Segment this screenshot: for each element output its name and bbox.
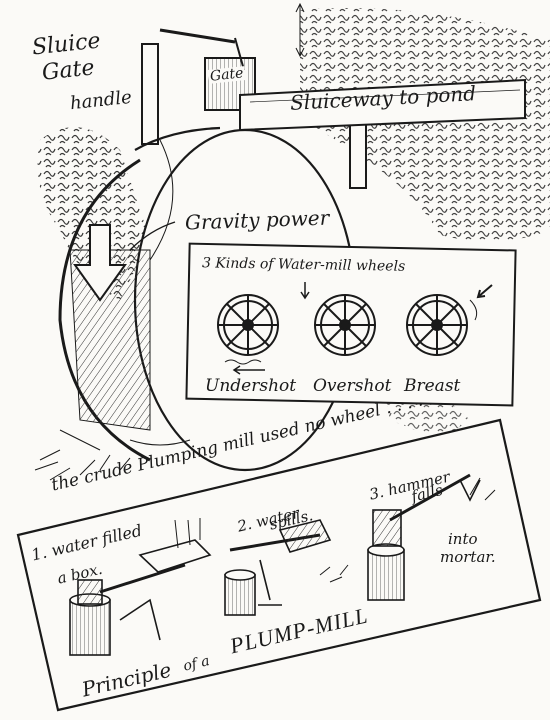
undershot-wheel-icon [217,294,279,375]
breast-wheel-icon [406,284,493,356]
step-3-label-d: mortar. [440,548,496,566]
wheels-panel [185,242,517,407]
overshot-wheel-icon [300,282,376,356]
plump-stage-1-drawing [69,518,212,656]
plump-mill-panel [16,418,542,712]
undershot-label: Undershot [205,376,297,396]
sluice-gate-label-2: Gate [40,55,96,86]
gravity-power-label: Gravity power [181,205,333,235]
plump-stage-3-drawing [367,473,496,601]
wheels-panel-title: 3 Kinds of Water-mill wheels [201,255,406,275]
sluice-structure [141,2,526,189]
splash-lines [34,429,191,481]
step-3-label-c: into [448,530,478,548]
overshot-label: Overshot [313,376,392,396]
breast-label: Breast [404,376,461,396]
plump-stage-2-drawing [224,519,349,616]
gravity-arrow-icon [73,221,176,302]
gate-label: Gate [207,65,247,85]
